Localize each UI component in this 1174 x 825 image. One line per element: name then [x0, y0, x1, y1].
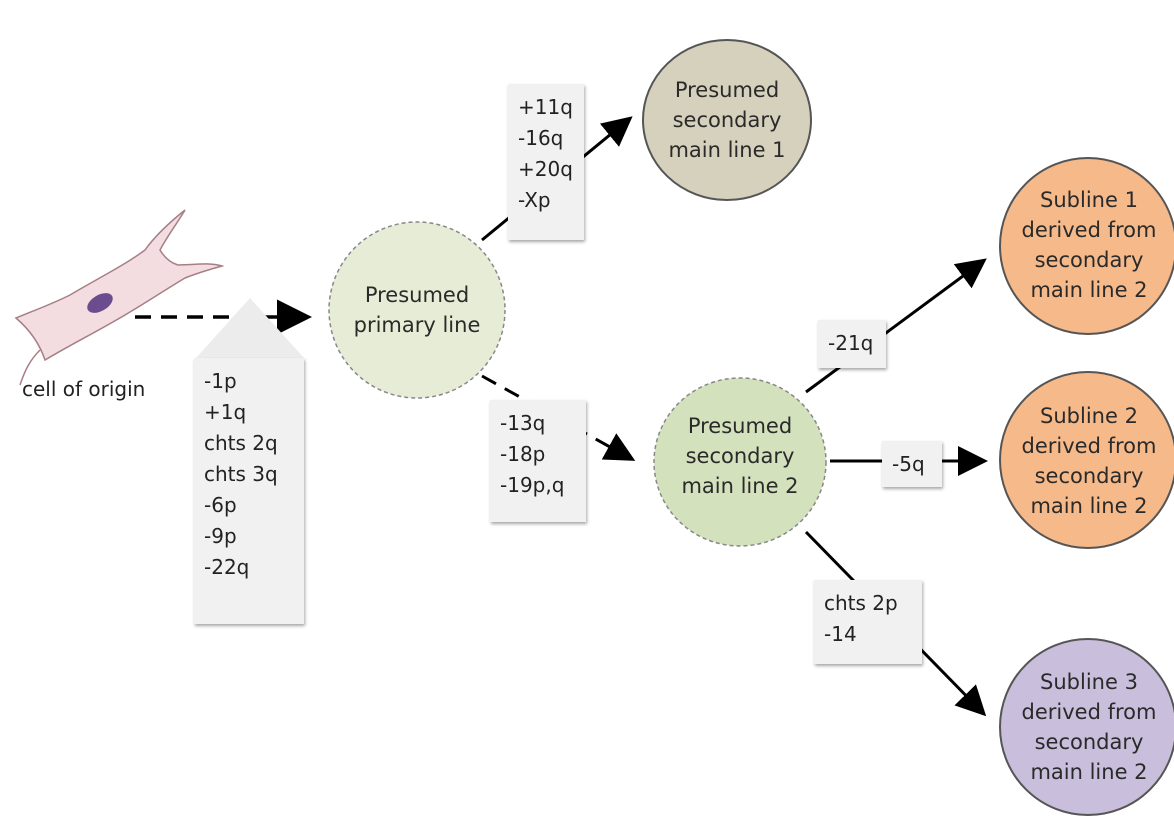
node-subline-3	[999, 638, 1174, 816]
change-box-pointer	[196, 298, 304, 358]
nucleus-icon	[87, 293, 113, 313]
node-secondary-main-line-1-text: Presumed secondary main line 1	[668, 78, 786, 162]
edge-secondary2-to-subline1	[805, 258, 987, 394]
node-secondary-main-line-2-text: Presumed secondary main line 2	[681, 414, 799, 498]
node-subline-2	[999, 371, 1174, 549]
node-subline-1	[999, 157, 1174, 335]
node-subline-3-text: Subline 3 derived from secondary main li…	[1021, 670, 1157, 784]
cell-of-origin-label: cell of origin	[22, 377, 146, 401]
node-subline-2-text: Subline 2 derived from secondary main li…	[1021, 404, 1157, 518]
node-primary-line-text: Presumed primary line	[353, 283, 481, 337]
changes-primary-to-secondary2: -13q -18p -19p,q	[490, 400, 586, 522]
changes-origin-to-primary: -1p +1q chts 2q chts 3q -6p -9p -22q	[194, 358, 304, 624]
changes-secondary2-to-subline2: -5q	[882, 441, 942, 487]
node-primary-line	[328, 221, 506, 399]
cell-of-origin	[14, 209, 225, 386]
changes-primary-to-secondary1: +11q -16q +20q -Xp	[508, 84, 584, 240]
node-secondary-main-line-1	[642, 39, 812, 201]
changes-secondary2-to-subline3: chts 2p -14	[814, 580, 922, 664]
node-subline-1-text: Subline 1 derived from secondary main li…	[1021, 188, 1157, 302]
changes-secondary2-to-subline1: -21q	[818, 320, 886, 368]
node-secondary-main-line-2	[653, 377, 827, 547]
